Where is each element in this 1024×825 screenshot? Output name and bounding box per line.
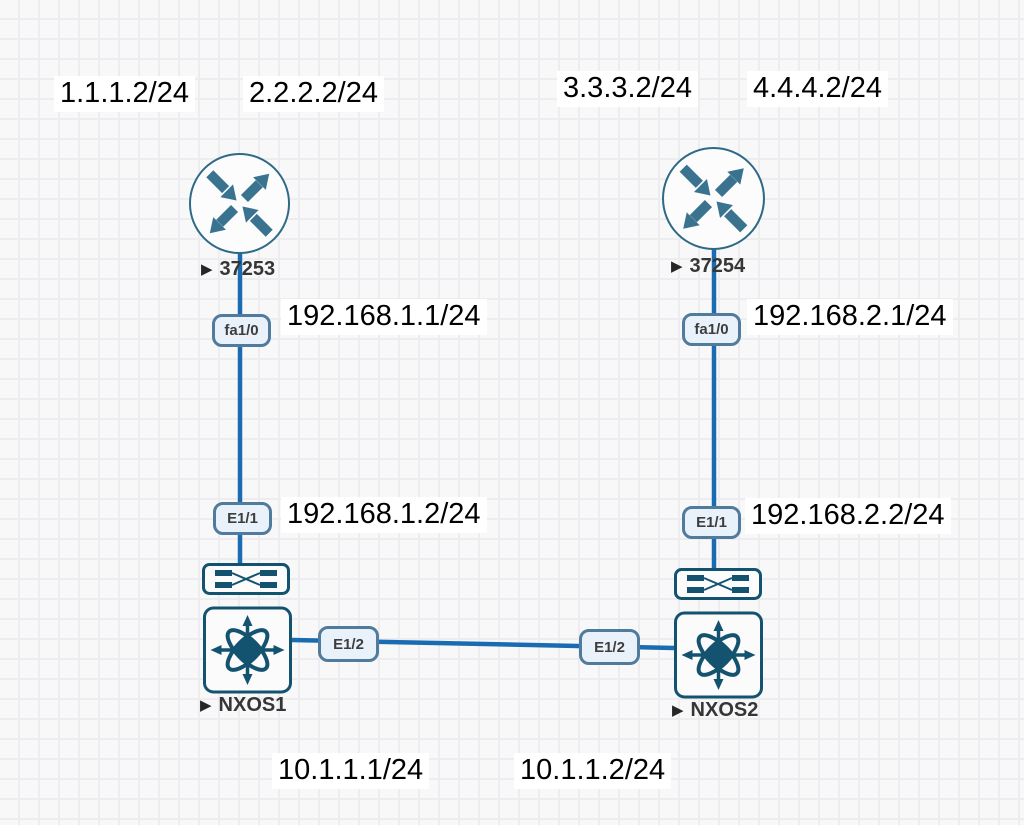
annotation-p2p-left[interactable]: 10.1.1.1/24 xyxy=(272,753,430,790)
nexus-switch-icon xyxy=(674,611,763,699)
node-label-switch2[interactable]: ▶ NXOS2 xyxy=(672,700,758,720)
switch-crossbar-icon xyxy=(202,563,290,595)
port-badge-r1-fa1-0[interactable]: fa1/0 xyxy=(212,314,271,347)
node-switch2[interactable] xyxy=(674,568,764,699)
node-label-text: 37254 xyxy=(689,255,746,277)
router-icon xyxy=(662,147,765,250)
running-status-icon: ▶ xyxy=(201,260,213,278)
node-label-switch1[interactable]: ▶ NXOS1 xyxy=(200,695,286,715)
node-label-router2[interactable]: ▶ 37254 xyxy=(671,256,745,276)
node-switch1[interactable] xyxy=(202,563,293,694)
port-badge-sw2-e1-2[interactable]: E1/2 xyxy=(579,629,640,665)
annotation-lan3[interactable]: 3.3.3.2/24 xyxy=(557,71,698,108)
annotation-p2p-right[interactable]: 10.1.1.2/24 xyxy=(514,753,672,790)
port-badge-sw1-e1-1[interactable]: E1/1 xyxy=(213,502,272,535)
port-badge-r2-fa1-0[interactable]: fa1/0 xyxy=(682,313,741,346)
node-label-text: NXOS2 xyxy=(690,699,759,721)
node-label-text: 37253 xyxy=(219,258,276,280)
router-icon xyxy=(188,152,291,255)
switch-crossbar-icon xyxy=(674,568,762,600)
nexus-switch-icon xyxy=(203,606,292,694)
running-status-icon: ▶ xyxy=(672,701,684,719)
annotation-r1-fa10-ip[interactable]: 192.168.1.1/24 xyxy=(281,299,487,336)
port-badge-sw1-e1-2[interactable]: E1/2 xyxy=(318,626,379,662)
annotation-lan2[interactable]: 2.2.2.2/24 xyxy=(243,76,384,113)
running-status-icon: ▶ xyxy=(671,257,683,275)
node-label-router1[interactable]: ▶ 37253 xyxy=(201,259,275,279)
node-router1[interactable] xyxy=(188,152,291,260)
annotation-sw2-e11-ip[interactable]: 192.168.2.2/24 xyxy=(745,498,951,535)
node-label-text: NXOS1 xyxy=(218,694,287,716)
node-router2[interactable] xyxy=(661,146,766,256)
annotation-r2-fa10-ip[interactable]: 192.168.2.1/24 xyxy=(747,299,953,336)
port-badge-sw2-e1-1[interactable]: E1/1 xyxy=(682,506,741,539)
annotation-lan4[interactable]: 4.4.4.2/24 xyxy=(747,71,888,108)
running-status-icon: ▶ xyxy=(200,696,212,714)
annotation-sw1-e11-ip[interactable]: 192.168.1.2/24 xyxy=(281,497,487,534)
annotation-lan1[interactable]: 1.1.1.2/24 xyxy=(54,76,195,113)
